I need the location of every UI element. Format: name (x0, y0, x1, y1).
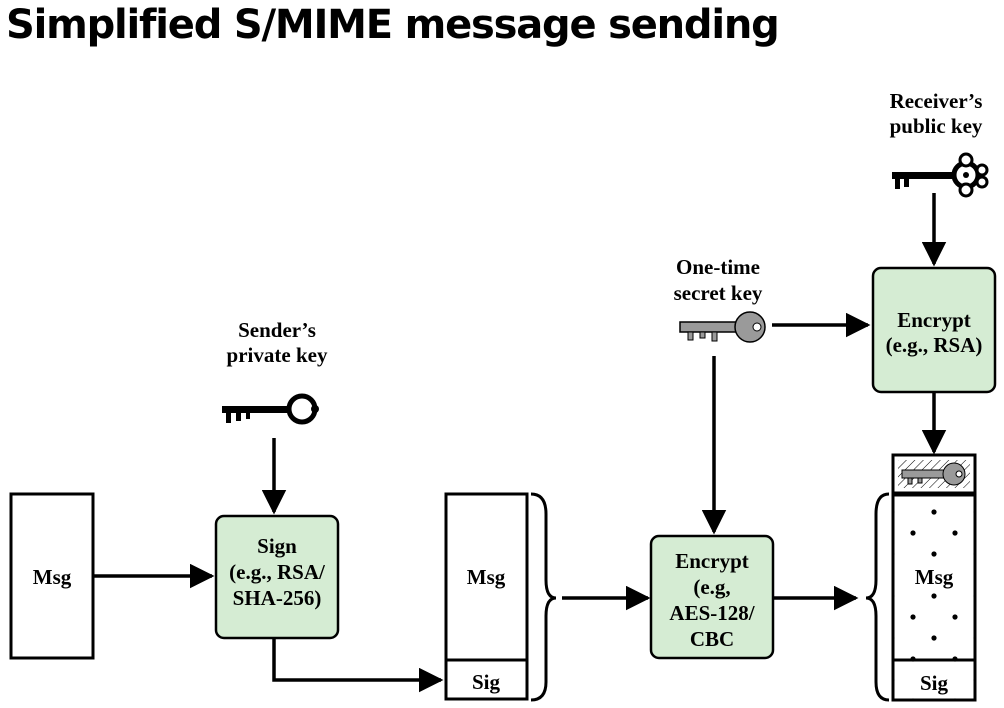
signed-message-box: Msg Sig (444, 492, 529, 701)
ornate-black-key-icon (892, 152, 989, 198)
encrypt-asym-line1: Encrypt (897, 308, 971, 332)
sign-label-line3: SHA-256) (233, 586, 322, 610)
sign-label-line1: Sign (257, 534, 297, 558)
encrypt-sym-line4: CBC (690, 627, 734, 651)
receiver-key-label-line1: Receiver’s (890, 89, 983, 113)
receiver-key-label-line2: public key (890, 114, 983, 138)
signed-brace (530, 492, 557, 702)
ornate-black-key-icon (222, 393, 319, 425)
output-msg-label: Msg (915, 565, 954, 589)
page-title: Simplified S/MIME message sending (6, 2, 780, 48)
sign-label-line2: (e.g., RSA/ (229, 560, 326, 584)
encrypt-sym-line1: Encrypt (675, 549, 749, 573)
encrypt-asym-line2: (e.g., RSA) (886, 333, 983, 357)
sender-key-label-line1: Sender’s (238, 318, 316, 342)
onetime-key-label-line2: secret key (674, 281, 763, 305)
output-brace (865, 492, 890, 702)
signed-msg-label: Msg (467, 565, 506, 589)
sign-process-box: Sign (e.g., RSA/ SHA-256) (214, 514, 340, 640)
encrypt-symmetric-box: Encrypt (e.g, AES-128/ CBC (649, 534, 775, 660)
sender-key-label-line2: private key (227, 343, 328, 367)
arrow-sign-to-sig (272, 638, 444, 693)
signed-sig-label: Sig (472, 670, 501, 694)
input-message-box: Msg (9, 492, 95, 660)
output-envelope: Msg Sig (891, 453, 977, 702)
onetime-key-label-line1: One-time (676, 255, 760, 279)
output-sig-label: Sig (920, 671, 949, 695)
hatched-gray-key-icon (901, 462, 966, 486)
gray-key-icon (679, 311, 766, 343)
encrypt-asymmetric-box: Encrypt (e.g., RSA) (871, 266, 997, 394)
encrypt-sym-line3: AES-128/ (669, 601, 755, 625)
input-msg-label: Msg (33, 565, 72, 589)
encrypt-sym-line2: (e.g, (693, 575, 730, 599)
